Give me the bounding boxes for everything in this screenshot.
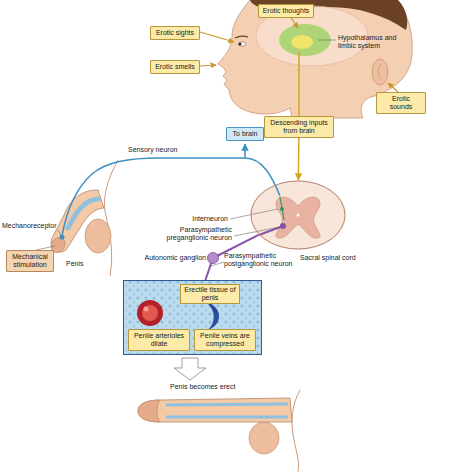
descending-tract [298,52,300,116]
hypothalamus [291,35,313,49]
arteriole-highlight [144,307,149,312]
node-text: Penile arterioles dilate [132,332,186,348]
neural-pathway [298,138,300,180]
tissue-panel [123,280,262,355]
stimulus-box: Mechanical stimulation [6,250,54,272]
spinal-cord-outline [250,180,346,250]
central-canal [297,214,300,217]
node-text: Penile veins are compressed [198,332,252,348]
part-label: Parasympathetic postganglionic neuron [224,252,298,268]
erectile-tissue [68,199,98,228]
leader-line [318,40,336,41]
scrotum [85,219,111,253]
output-box: To brain [226,127,264,141]
stimulus-arrow [388,83,398,92]
node-text: To brain [230,130,260,138]
part-label: Sensory neuron [128,146,184,154]
part-label: Mechanoreceptor [2,222,60,230]
leader-line [58,230,61,235]
interneuron [280,197,284,220]
node-text: Erectile tissue of penis [180,284,240,304]
eyebrow [235,36,248,38]
erectile-tissue [166,416,288,419]
node-text: Erotic sights [154,29,196,37]
hollow-arrow [174,358,206,380]
node-text: Erotic sounds [380,95,422,111]
sensory-neuron [62,158,280,236]
stimulus-arrow [200,65,216,66]
erect-penis [138,398,292,422]
node-text: Descending inputs from brain [268,119,330,135]
body-contour [105,160,119,276]
stimulus-arrow [200,32,234,42]
node-text: Mechanical stimulation [10,253,50,269]
node-text: Erotic thoughts [262,7,310,15]
gray-matter [276,197,320,238]
ascending-branch [244,144,246,158]
tissue-panel: Erectile tissue of penisPenile arteriole… [123,280,262,355]
arteriole [137,300,163,326]
body-contour [292,390,300,472]
autonomic-ganglion [208,253,219,264]
spinal-cord [250,180,346,250]
leader-line [230,209,278,219]
arteriole-lumen [142,305,158,321]
effect-box: Penile arterioles dilate [128,329,190,351]
stimulus-box: Erotic smells [150,60,200,74]
node-text: Erotic smells [154,63,196,71]
part-label: Penis [66,260,92,268]
glans [138,400,160,422]
stimulus-box: Erotic sounds [376,92,426,114]
spinal-cord-outline [251,181,345,249]
stimulus-box: Erotic sights [150,26,200,40]
scrotum [249,422,279,454]
effect-box: Penile veins are compressed [194,329,256,351]
spinal-cord: Sacral spinal cord [250,180,346,250]
ear-detail [378,64,382,80]
eye [238,42,246,46]
leader-line [211,262,224,266]
input-box: Descending inputs from brain [264,116,334,138]
part-label: Interneuron [170,215,228,223]
node-text: Sacral spinal cord [300,254,356,262]
ear [372,59,388,85]
part-label: Penis becomes erect [170,383,250,391]
part-label: Autonomic ganglion [138,254,206,262]
interneuron-body [280,207,284,211]
stimulus-box: Erotic thoughts [258,4,314,18]
part-label: Parasympathetic preganglionic neuron [158,226,232,242]
compressed-vein [206,302,219,330]
part-label: Hypothalamus and limbic system [338,34,400,50]
erectile-tissue [166,404,288,405]
pupil [239,43,242,46]
